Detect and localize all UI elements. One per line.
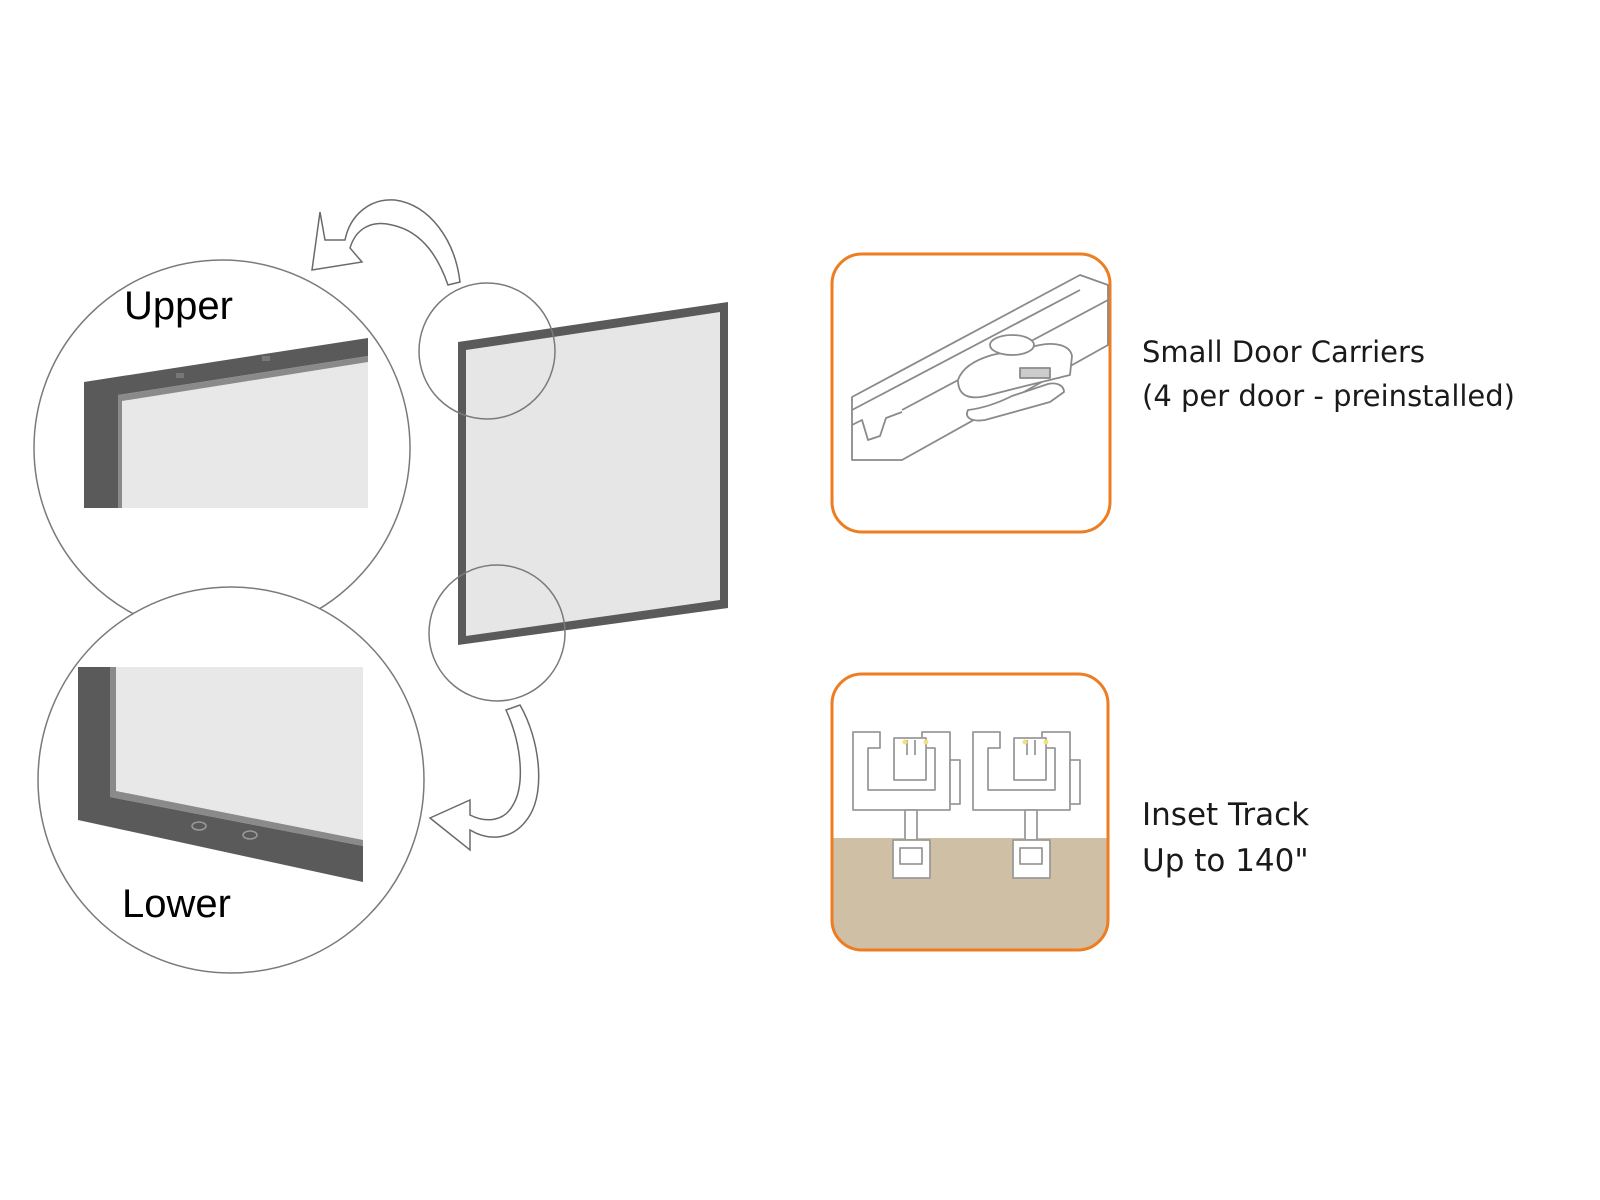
track-title: Inset Track	[1142, 797, 1310, 833]
upper-label: Upper	[124, 284, 233, 328]
magnify-circle-icon	[418, 282, 566, 702]
carrier-caption: Small Door Carriers (4 per door - preins…	[1142, 330, 1515, 418]
lower-rotate-arrow-icon	[428, 704, 540, 852]
carrier-note: (4 per door - preinstalled)	[1142, 379, 1515, 413]
lower-label: Lower	[122, 882, 231, 926]
carrier-title: Small Door Carriers	[1142, 335, 1426, 369]
track-note: Up to 140"	[1142, 843, 1309, 879]
lower-detail-circle	[37, 586, 425, 974]
upper-rotate-arrow-icon	[311, 199, 461, 286]
door-panel	[458, 302, 728, 645]
carrier-detail-box	[830, 252, 1112, 534]
upper-detail-circle	[33, 259, 411, 637]
track-caption: Inset Track Up to 140"	[1142, 792, 1309, 884]
carrier-icon	[851, 274, 1109, 461]
track-icon	[852, 731, 1081, 879]
track-detail-box	[830, 672, 1110, 952]
